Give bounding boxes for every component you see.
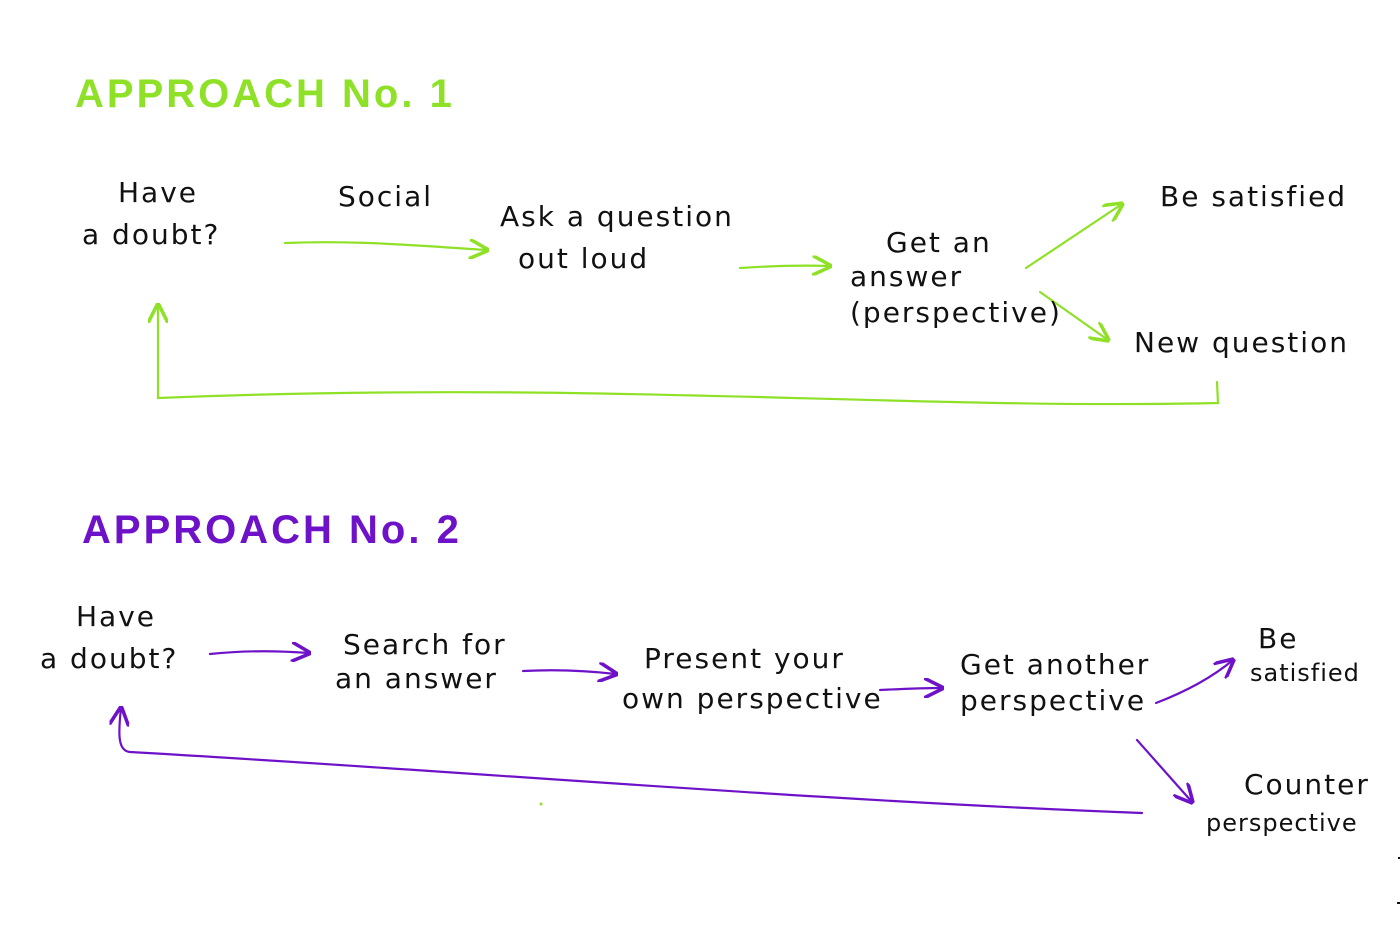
node-have-doubt-1: Have a doubt? <box>82 172 220 256</box>
node-ask-question-line2: out loud <box>518 242 650 275</box>
node-get-another-line1: Get another <box>960 648 1151 681</box>
node-get-another-line2: perspective <box>960 684 1147 717</box>
node-have-doubt-2: Have a doubt? <box>40 596 178 680</box>
node-be-satisfied-2-line2: satisfied <box>1250 659 1360 687</box>
node-present-perspective-line2: own perspective <box>622 682 883 715</box>
loop-back-arrow-1 <box>158 305 1220 406</box>
node-ask-question: Ask a question out loud <box>500 196 734 280</box>
node-new-question: New question <box>1134 326 1349 359</box>
node-counter-perspective-line2: perspective <box>1206 809 1358 837</box>
edge-label-social: Social <box>338 180 434 213</box>
node-search-answer: Search for an answer <box>335 624 507 700</box>
node-get-another-perspective: Get another perspective <box>960 644 1150 722</box>
node-have-doubt-1-line2: a doubt? <box>82 218 221 251</box>
node-search-answer-line2: an answer <box>335 662 498 695</box>
node-have-doubt-2-line2: a doubt? <box>40 642 179 675</box>
stray-dot <box>539 802 543 806</box>
arrow-answer-to-satisfied <box>1024 204 1122 270</box>
approach-2-title: APPROACH No. 2 <box>82 508 462 552</box>
node-present-perspective: Present your own perspective <box>622 638 883 720</box>
node-get-answer-line3: (perspective) <box>850 296 1062 329</box>
loop-back-arrow-2 <box>119 708 1144 815</box>
node-be-satisfied-2-line1: Be <box>1258 622 1299 655</box>
node-be-satisfied-1: Be satisfied <box>1160 180 1348 213</box>
arrow-another-to-counter <box>1135 738 1192 802</box>
arrow-another-to-satisfied <box>1154 660 1233 705</box>
node-counter-perspective-line1: Counter <box>1244 768 1370 801</box>
node-get-answer-line2: answer <box>850 260 964 293</box>
node-search-answer-line1: Search for <box>343 628 507 661</box>
node-present-perspective-line1: Present your <box>644 642 845 675</box>
node-counter-perspective: Counter perspective <box>1206 764 1370 844</box>
arrow-present-to-another <box>878 688 942 690</box>
arrow-doubt-to-ask <box>283 242 487 250</box>
node-get-answer-line1: Get an <box>886 226 992 259</box>
node-ask-question-line1: Ask a question <box>500 200 734 233</box>
approach-1-title: APPROACH No. 1 <box>75 72 455 116</box>
node-get-answer: Get an answer (perspective) <box>850 222 1062 334</box>
arrow-ask-to-answer <box>738 266 830 268</box>
node-be-satisfied-2: Be satisfied <box>1250 618 1360 694</box>
arrow-search-to-present <box>521 670 616 674</box>
arrow-doubt-to-search <box>208 651 309 654</box>
node-have-doubt-2-line1: Have <box>76 600 157 633</box>
arrow-answer-to-new-question <box>1038 290 1108 340</box>
node-have-doubt-1-line1: Have <box>118 176 199 209</box>
